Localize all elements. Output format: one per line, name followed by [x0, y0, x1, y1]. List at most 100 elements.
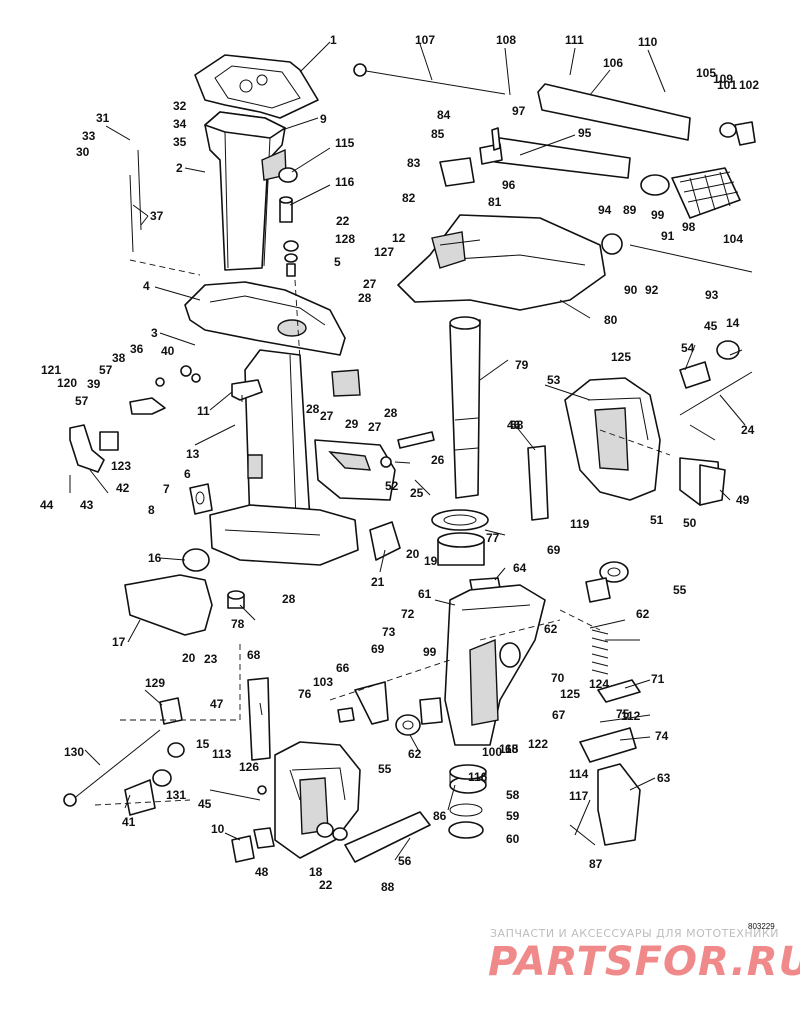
callout-label: 82: [402, 191, 416, 205]
callout-label: 28: [306, 402, 320, 416]
figure-number: 803229: [748, 922, 775, 931]
callout-label: 33: [82, 129, 96, 143]
callout-label: 62: [408, 747, 422, 761]
callout-label: 129: [145, 676, 165, 690]
callout-label: 31: [96, 111, 110, 125]
callout-label: 70: [551, 671, 565, 685]
callout-label: 51: [650, 513, 664, 527]
callout-label: 116: [335, 175, 355, 189]
callout-label: 7: [163, 482, 170, 496]
callout-label: 2: [176, 161, 183, 175]
callout-label: 10: [211, 822, 225, 836]
callout-label: 68: [510, 418, 524, 432]
part-drawings: [63, 54, 756, 863]
callout-label: 5: [334, 255, 341, 269]
callout-label: 97: [512, 104, 526, 118]
callout-label: 88: [381, 880, 395, 894]
callout-label: 111: [565, 33, 584, 47]
callout-label: 22: [319, 878, 333, 892]
callout-label: 91: [661, 229, 675, 243]
callout-label: 27: [320, 409, 334, 423]
callout-label: 131: [166, 788, 186, 802]
callout-label: 22: [336, 214, 350, 228]
callout-label: 29: [345, 417, 359, 431]
callout-label: 112: [621, 709, 641, 723]
callout-label: 45: [704, 319, 718, 333]
callout-label: 37: [150, 209, 164, 223]
callout-label: 94: [598, 203, 612, 217]
callout-label: 46: [507, 418, 521, 432]
callout-label: 76: [298, 687, 312, 701]
callout-label: 17: [112, 635, 126, 649]
callout-label: 48: [255, 865, 269, 879]
callout-label: 128: [335, 232, 355, 246]
callout-label: 104: [723, 232, 743, 246]
callout-label: 9: [320, 112, 327, 126]
callout-label: 85: [431, 127, 445, 141]
callout-label: 92: [645, 283, 659, 297]
callout-label: 27: [363, 277, 377, 291]
callout-label: 54: [681, 341, 695, 355]
callout-label: 55: [673, 583, 687, 597]
callout-label: 28: [358, 291, 372, 305]
callout-label: 34: [173, 117, 187, 131]
callout-label: 109: [713, 72, 733, 86]
callout-label: 117: [569, 789, 589, 803]
callout-label: 67: [552, 708, 566, 722]
callout-label: 62: [544, 622, 558, 636]
callout-label: 71: [651, 672, 665, 686]
callout-label: 1: [330, 33, 337, 47]
callout-label: 114: [569, 767, 589, 781]
callout-label: 19: [424, 554, 438, 568]
callout-label: 3: [151, 326, 158, 340]
callout-label: 69: [371, 642, 385, 656]
callout-label: 106: [603, 56, 623, 70]
callout-label: 64: [513, 561, 527, 575]
callout-label: 59: [506, 809, 520, 823]
callout-label: 90: [624, 283, 638, 297]
callout-label: 77: [486, 531, 500, 545]
callout-label: 62: [636, 607, 650, 621]
callout-label: 55: [378, 762, 392, 776]
callout-label: 27: [368, 420, 382, 434]
callout-label: 28: [282, 592, 296, 606]
callout-label: 45: [198, 797, 212, 811]
callout-label: 116: [468, 770, 488, 784]
callout-label: 53: [547, 373, 561, 387]
callout-label: 14: [726, 316, 740, 330]
callout-label: 8: [148, 503, 155, 517]
callout-label: 30: [76, 145, 90, 159]
callout-label: 73: [382, 625, 396, 639]
callout-label: 40: [161, 344, 175, 358]
callout-label: 103: [313, 675, 333, 689]
callout-label: 15: [196, 737, 210, 751]
callout-label: 16: [148, 551, 162, 565]
callout-label: 25: [410, 486, 424, 500]
callout-label: 26: [431, 453, 445, 467]
callout-label: 42: [116, 481, 130, 495]
callout-label: 52: [385, 479, 399, 493]
leader-lines: [69, 41, 746, 861]
callout-label: 44: [40, 498, 54, 512]
callout-label: 41: [122, 815, 136, 829]
callout-label: 99: [651, 208, 665, 222]
callout-label: 96: [502, 178, 516, 192]
callout-label: 100: [482, 745, 502, 759]
callout-label: 18: [309, 865, 323, 879]
callout-label: 113: [212, 747, 232, 761]
callout-label: 57: [99, 363, 113, 377]
callout-label: 99: [423, 645, 437, 659]
callout-label: 101: [717, 78, 737, 92]
callout-label: 81: [488, 195, 502, 209]
callout-label: 89: [623, 203, 637, 217]
callout-label: 23: [204, 652, 218, 666]
callout-label: 79: [515, 358, 529, 372]
callout-label: 57: [75, 394, 89, 408]
callout-label: 95: [578, 126, 592, 140]
callout-label: 123: [111, 459, 131, 473]
callout-label: 6: [184, 467, 191, 481]
callout-label: 119: [570, 517, 590, 531]
callout-label: 75: [616, 707, 630, 721]
callout-label: 35: [173, 135, 187, 149]
